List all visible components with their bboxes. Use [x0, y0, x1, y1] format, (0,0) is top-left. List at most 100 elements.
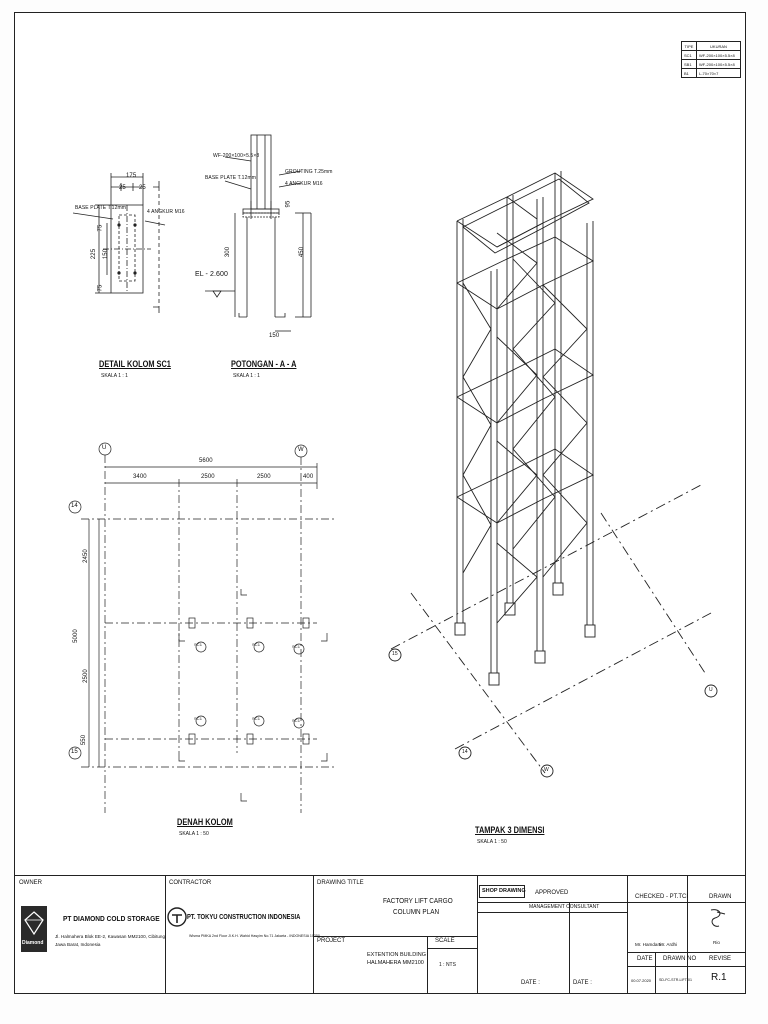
title-block: OWNER Diamond PT DIAMOND COLD STORAGE Jl…: [15, 875, 745, 994]
owner-address: Jawa Barat, Indonesia: [55, 942, 101, 947]
column-tag: SC1: [292, 718, 301, 723]
dim-label: 175: [126, 173, 137, 179]
dim-label: 2500: [257, 474, 271, 480]
size-cell: WF-200×100×5.5×8: [696, 59, 741, 69]
revise-value: R.1: [711, 972, 727, 983]
date-value: 00.07.2020: [631, 978, 652, 983]
anchor-callout: 4 ANGKUR M16: [285, 181, 323, 187]
approved-label: APPROVED: [535, 890, 569, 896]
dim-label: 75: [97, 284, 104, 292]
contractor-name: PT. TOKYU CONSTRUCTION INDONESIA: [187, 912, 301, 921]
anchor-callout: 4 ANGKUR M16: [147, 209, 185, 215]
grid-label-u: U: [102, 445, 107, 451]
grid-label-15: 15: [392, 651, 398, 657]
type-cell: B1: [681, 68, 697, 78]
contractor-label: CONTRACTOR: [169, 880, 212, 886]
grid-label-14: 14: [462, 749, 468, 755]
owner-label: OWNER: [19, 880, 42, 886]
grouting-callout: GROUTING T.25mm: [285, 169, 333, 175]
detail-kolom-drawing: [73, 173, 166, 313]
grid-label-14: 14: [71, 503, 78, 509]
grid-label-u: U: [709, 687, 713, 693]
column-tag: SC1: [252, 642, 261, 647]
dim-label: 150: [269, 333, 280, 339]
shop-drawing-box: SHOP DRAWING: [479, 885, 526, 898]
project-name: EXTENTION BUILDING: [367, 952, 426, 958]
approved-date: DATE :: [521, 980, 540, 986]
date-label: DATE: [637, 956, 653, 962]
dim-label: 2500: [82, 669, 89, 683]
scale-value: 1 : NTS: [439, 962, 456, 968]
dim-label: 2450: [82, 549, 89, 563]
dim-label: 150: [103, 248, 110, 260]
grid-bubble-w: [540, 764, 554, 778]
denah-kolom-drawing: [68, 442, 337, 813]
size-cell: WF-200×100×5.5×8: [696, 50, 741, 60]
project-label: PROJECT: [317, 938, 346, 944]
base-plate-callout: BASE PLATE T.12mm: [75, 205, 126, 211]
tampak-3d-drawing: [388, 171, 718, 778]
detail-kolom-title: DETAIL KOLOM SC1: [99, 359, 171, 369]
owner-logo-text: Diamond: [22, 940, 44, 946]
checked-label: CHECKED - PT.TCI: [635, 894, 689, 900]
grid-bubble-14: [68, 500, 82, 514]
drawn-no-label: DRAWN NO: [663, 956, 697, 962]
dim-label: 300: [225, 246, 232, 258]
diamond-icon: [24, 911, 44, 936]
elevation-label: EL - 2.600: [195, 271, 229, 278]
dim-label: 3400: [133, 474, 147, 480]
dim-label: 75: [97, 224, 104, 232]
type-table: TIPE UKURAN SC1 WF-200×100×5.5×8 SB1 WF-…: [681, 41, 741, 78]
type-cell: SC1: [681, 50, 697, 60]
drawing-title: COLUMN PLAN: [393, 907, 440, 916]
dim-label: 25: [139, 185, 146, 191]
column-tag: SC1: [252, 716, 261, 721]
management-consultant: MANAGEMENT CONSULTANT: [529, 904, 600, 910]
detail-kolom-scale: SKALA 1 : 1: [101, 373, 128, 379]
project-name: HALMAHERA MM2100: [367, 960, 424, 966]
column-tag: SC1: [194, 716, 203, 721]
size-header: UKURAN: [696, 41, 741, 51]
dim-total-label: 5600: [199, 458, 213, 464]
grid-bubble-15: [388, 648, 402, 662]
column-section: [250, 134, 272, 210]
drawn-name: Rio: [713, 940, 720, 945]
scale-label: SCALE: [435, 938, 455, 944]
drawing-title: FACTORY LIFT CARGO: [383, 896, 453, 905]
checker-name: Mr. Ardhi: [659, 942, 678, 947]
denah-kolom-title: DENAH KOLOM: [177, 817, 233, 827]
contractor-address: Wisma PMKA 2nd Floor Jl.K.H. Wahid Hasyi…: [189, 934, 320, 938]
grid-bubble-14: [458, 746, 472, 760]
approved-date: DATE :: [573, 980, 592, 986]
dim-label: 2500: [201, 474, 215, 480]
base-plate-callout: BASE PLATE T.12mm: [205, 175, 256, 181]
shop-drawing-label: SHOP DRAWING: [482, 888, 526, 894]
table-row: SC1 WF-200×100×5.5×8: [681, 50, 741, 60]
potongan-drawing: [205, 134, 312, 332]
tampak-scale: SKALA 1 : 50: [477, 839, 507, 845]
table-row: B1 L-70×70×7: [681, 68, 741, 78]
tampak-title: TAMPAK 3 DIMENSI: [475, 825, 545, 835]
drawn-label: DRAWN: [709, 894, 732, 900]
grid-label-w: W: [544, 767, 549, 773]
drawing-sheet: TIPE UKURAN SC1 WF-200×100×5.5×8 SB1 WF-…: [14, 12, 746, 994]
denah-kolom-scale: SKALA 1 : 50: [179, 831, 209, 837]
table-row: SB1 WF-200×100×5.5×8: [681, 59, 741, 69]
tokyu-logo-icon: [167, 907, 187, 927]
dim-label: 95: [285, 200, 292, 208]
grid-bubble-u: [704, 684, 718, 698]
grid-label-w: W: [298, 447, 304, 453]
drawn-no-value: SD-FC-STR-LIFT-01: [659, 978, 692, 982]
dim-label: 550: [81, 734, 88, 746]
owner-logo: Diamond: [21, 906, 47, 952]
grid-bubble-15: [68, 746, 82, 760]
owner-address: Jl. Halmahera Blok EE-2, Kawasan MM2100,…: [55, 934, 166, 939]
potongan-title: POTONGAN - A - A: [231, 359, 297, 369]
wf-callout: WF-200×100×5.5×8: [213, 153, 260, 159]
dim-label: 450: [299, 246, 306, 258]
grid-label-15: 15: [71, 749, 78, 755]
drawing-title-label: DRAWING TITLE: [317, 880, 364, 886]
size-cell: L-70×70×7: [696, 68, 741, 78]
checker-name: Mr. Hamdani: [635, 942, 662, 947]
column-tag: SC1: [194, 642, 203, 647]
